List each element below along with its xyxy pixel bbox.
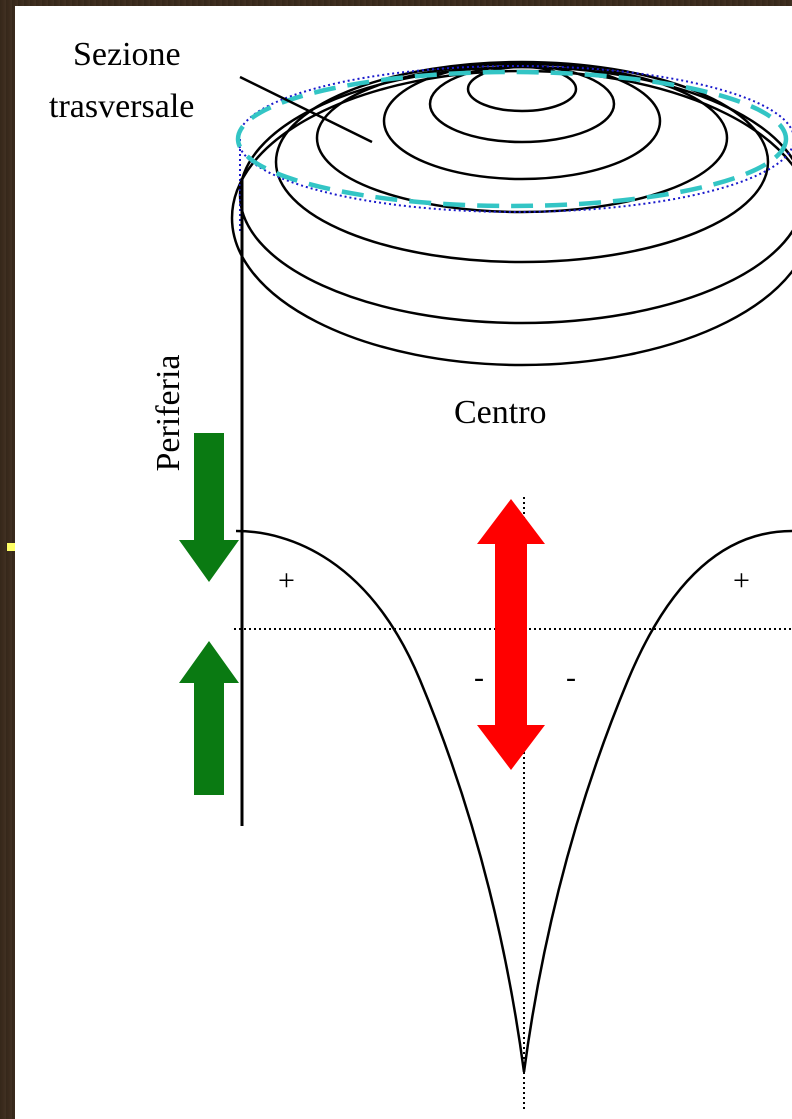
minus-sign-right: - [566,661,576,694]
dashed-ellipse [235,69,789,209]
center-label: Centro [454,394,547,431]
periphery-label: Periferia [150,354,187,472]
minus-sign-left: - [474,661,484,694]
bullet-marker [7,543,15,551]
periphery-arrows [179,433,239,795]
red-double-arrow-icon [477,499,545,770]
green-arrow-down-icon [179,433,239,582]
plus-sign-left: + [278,564,295,597]
plus-sign-right: + [733,564,750,597]
label-pointer-line [239,75,373,144]
green-arrow-up-icon [179,641,239,795]
ellipse-ring-5 [274,60,770,264]
dotted-outline-ellipse [237,65,792,213]
ellipse-ring-4 [315,62,729,214]
ellipse-ring-2 [428,64,616,144]
response-curve [235,529,792,1073]
cross-section-label-line2: trasversale [49,88,195,125]
cross-section-label-line1: Sezione [73,36,181,73]
concentric-ellipses [230,60,792,367]
